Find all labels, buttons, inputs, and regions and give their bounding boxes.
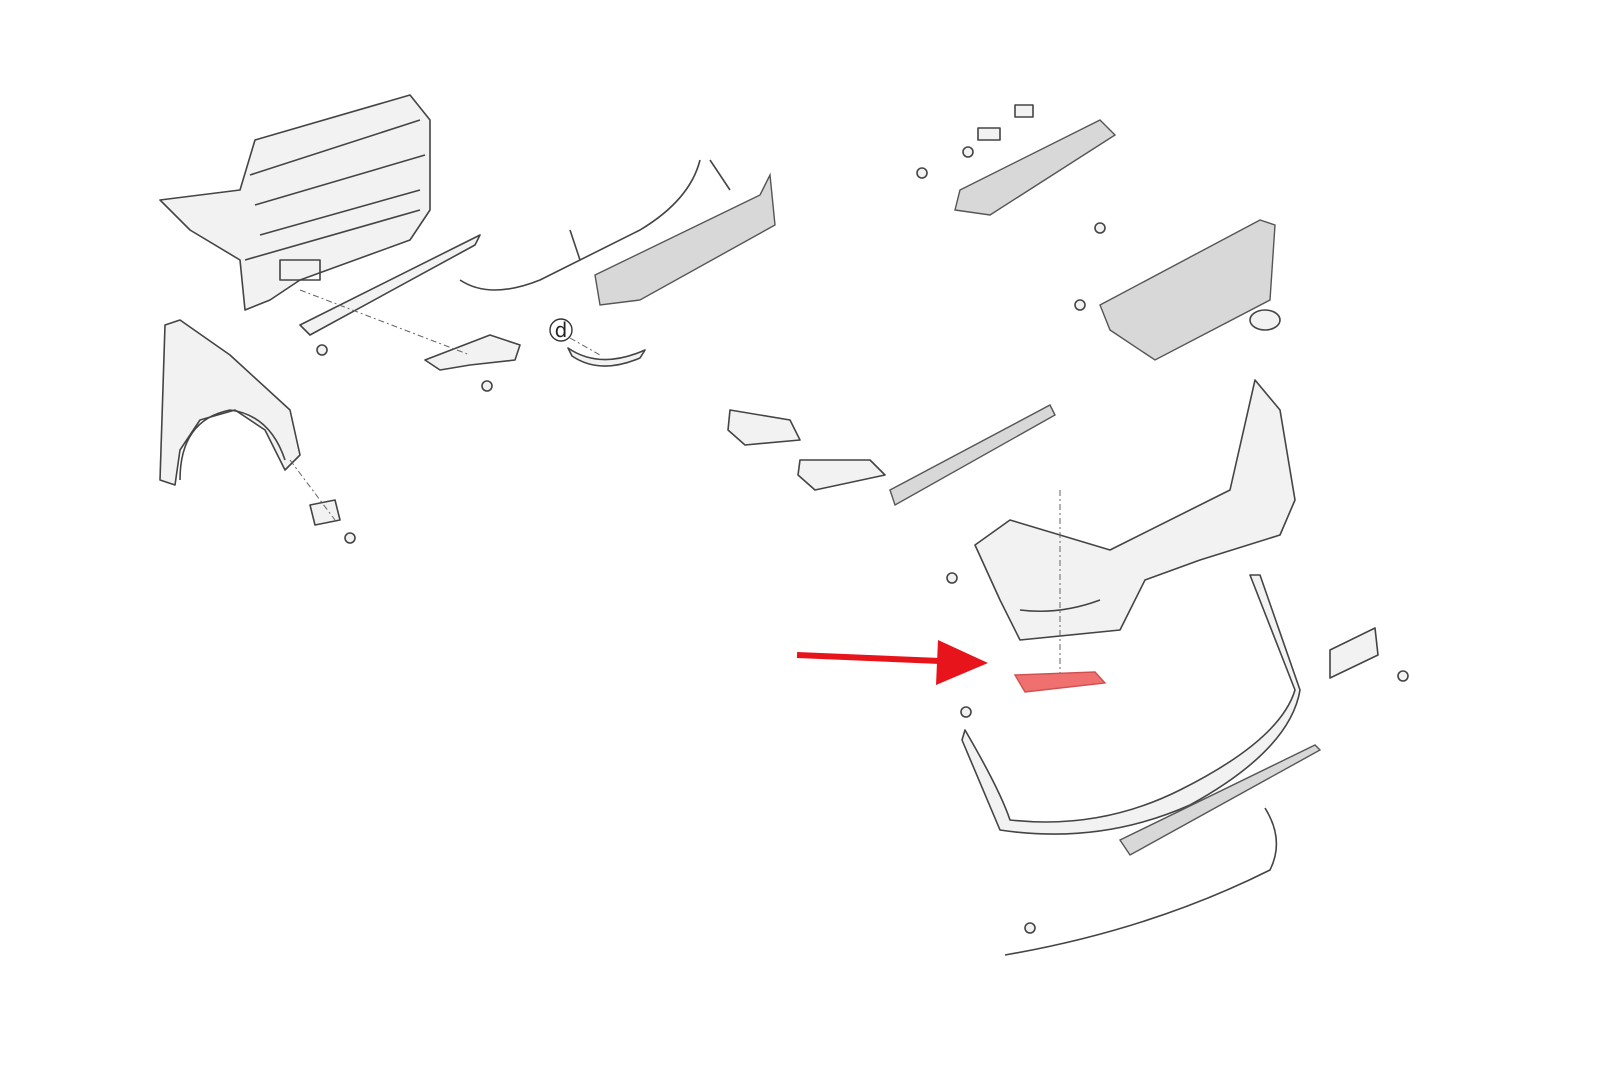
screw-icon [946, 572, 958, 584]
screw-icon [1074, 299, 1086, 311]
fog-lamp-cover-trim [567, 347, 646, 367]
clip-icon [1024, 922, 1036, 934]
fog-lamp-bezel [797, 459, 886, 491]
clip-icon [1014, 104, 1034, 118]
license-plate-bracket [1329, 627, 1379, 679]
front-fender [159, 319, 301, 486]
fender-bracket [309, 499, 341, 526]
highlighted-bumper-reflector-trim [1013, 671, 1107, 693]
bumper-molding-strip [1004, 807, 1278, 956]
screw-icon [1397, 670, 1409, 682]
fog-lamp [727, 409, 801, 446]
screw-icon [916, 167, 928, 179]
skid-plate [1118, 744, 1322, 856]
clip-icon [977, 127, 1001, 141]
radiator-grille [1099, 219, 1281, 361]
callout-label: d [555, 318, 568, 342]
lower-grille-mesh [889, 404, 1056, 507]
bumper-side-bracket [424, 334, 521, 371]
screw-icon [962, 146, 974, 158]
bumper-reinforcement-strip [299, 234, 481, 336]
wiring-harness [459, 159, 731, 291]
lower-bumper-lip [961, 574, 1301, 835]
emblem [1249, 309, 1281, 331]
clip-icon [960, 706, 972, 718]
front-bumper-cover [974, 379, 1296, 641]
nut-icon [316, 344, 328, 356]
bolt-icon [344, 532, 356, 544]
bumper-energy-absorber [594, 172, 776, 306]
bolt-icon [481, 380, 493, 392]
callout-circle [549, 318, 573, 342]
screw-icon [1094, 222, 1106, 234]
engine-undercover [954, 119, 1117, 216]
radiator-support-frame [159, 94, 431, 311]
red-arrow-icon [796, 640, 988, 685]
